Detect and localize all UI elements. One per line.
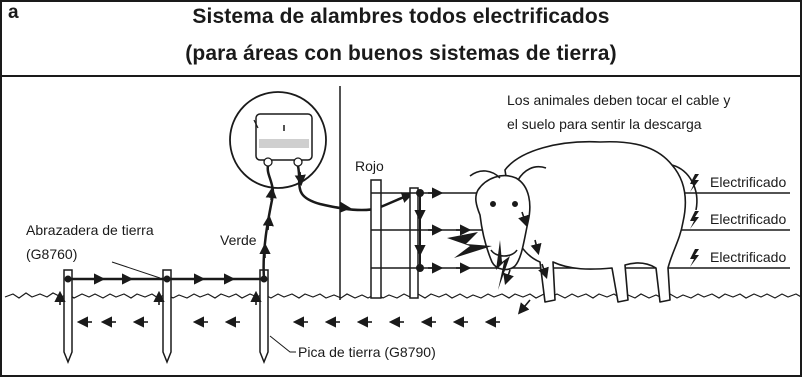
- clamp-code-label: (G8760): [26, 246, 78, 262]
- note-line-1: Los animales deben tocar el cable y: [507, 92, 731, 108]
- green-lead-label: Verde: [220, 232, 257, 248]
- spark-icon: [496, 240, 510, 290]
- ground-stake: [63, 269, 73, 365]
- fence-post: [370, 179, 382, 299]
- green-lead: [262, 165, 275, 280]
- stake-label: Pica de tierra (G8790): [298, 344, 436, 360]
- wire-label-3: Electrificado: [710, 249, 787, 265]
- cow-illustration: [469, 140, 698, 303]
- wire-label-2: Electrificado: [710, 211, 787, 227]
- panel-letter: a: [8, 2, 19, 23]
- note-line-2: el suelo para sentir la descarga: [507, 116, 702, 132]
- spark-icon: [447, 232, 492, 258]
- ground-stake: [259, 269, 269, 365]
- page-title: Sistema de alambres todos electrificados: [192, 5, 610, 28]
- clamp-label: Abrazadera de tierra: [26, 222, 154, 238]
- ground-line: [4, 292, 802, 299]
- stake-label-leader: [269, 335, 296, 353]
- current-arrows-stakes: [54, 290, 262, 305]
- red-lead-label: Rojo: [355, 158, 384, 174]
- ground-stakes: [63, 269, 269, 365]
- lightning-icon: [690, 174, 699, 267]
- ground-stake: [162, 269, 172, 365]
- fence-post: [409, 187, 419, 299]
- energizer-icon: [229, 91, 327, 189]
- current-arrows-soil: [76, 299, 531, 328]
- wire-label-1: Electrificado: [710, 174, 787, 190]
- page-subtitle: (para áreas con buenos sistemas de tierr…: [185, 42, 617, 65]
